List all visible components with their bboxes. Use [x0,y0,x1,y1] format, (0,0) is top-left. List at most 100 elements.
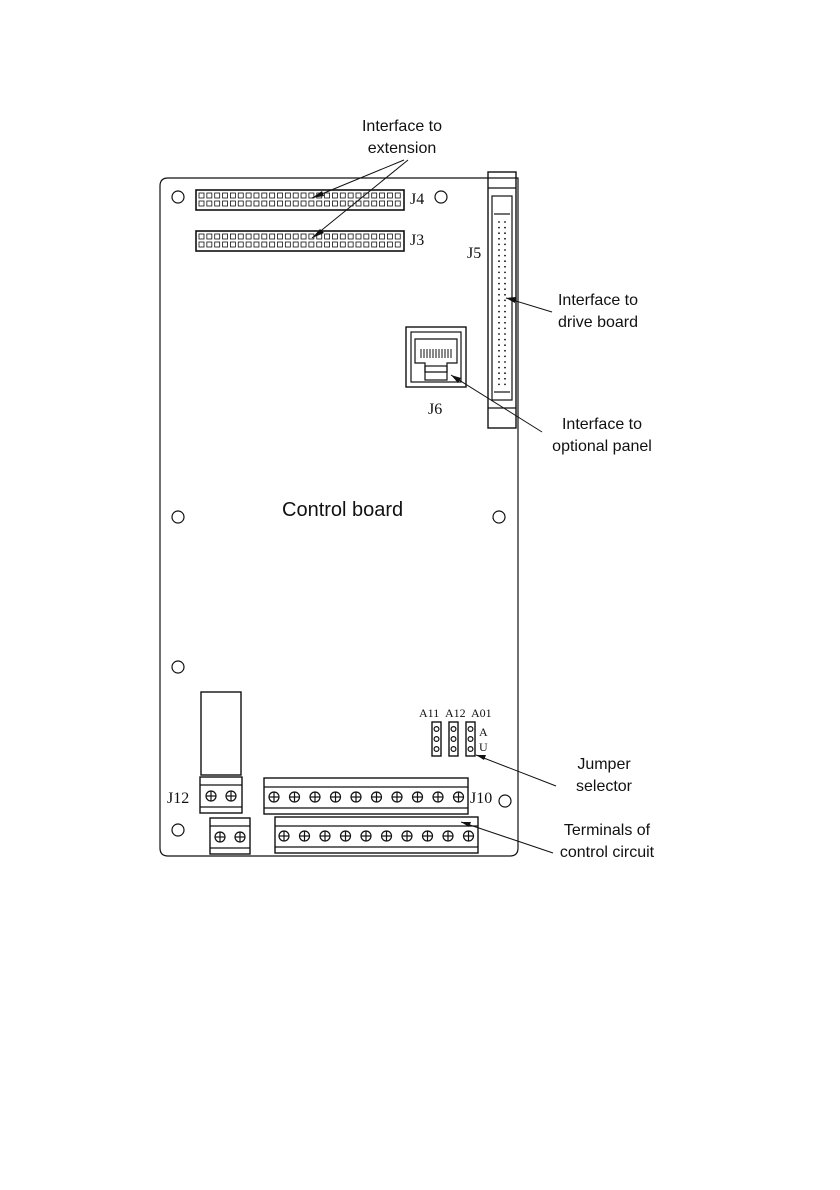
label-jumper-mode-a: A [479,725,488,739]
connector-pin [498,311,500,313]
connector-pin [504,272,506,274]
connector-pin [504,378,506,380]
header-pin [293,234,298,239]
header-pin [293,193,298,198]
label-jumper-a12: A12 [445,706,466,720]
connector-pin [498,300,500,302]
header-pin [364,201,369,206]
header-pin [332,242,337,247]
connector-pin [504,372,506,374]
header-pin [199,234,204,239]
header-pin [340,234,345,239]
header-pin [364,242,369,247]
jumper-pin [451,747,456,752]
header-pin [246,201,251,206]
header-pin [278,201,283,206]
connector-pin [504,221,506,223]
header-pin [301,193,306,198]
mounting-hole [435,191,447,203]
jumper-pin [468,727,473,732]
jumper-pin [434,727,439,732]
header-pin [356,234,361,239]
header-pin [395,242,400,247]
label-jumper-selector: Jumper selector [554,754,654,798]
header-pin [238,242,243,247]
header-pin [246,193,251,198]
header-pin [325,234,330,239]
j4-header [196,190,404,210]
connector-pin [504,260,506,262]
connector-pin [504,238,506,240]
connector-pin [498,356,500,358]
connector-pin [498,372,500,374]
header-pin [372,193,377,198]
header-pin [387,201,392,206]
header-pin [223,193,228,198]
header-pin [215,193,220,198]
header-pin [246,242,251,247]
header-pin [207,234,212,239]
label-jumper-a01: A01 [471,706,492,720]
connector-pin [498,283,500,285]
connector-pin [498,350,500,352]
header-pin [285,193,290,198]
connector-pin [504,227,506,229]
header-pin [199,193,204,198]
connector-pin [504,328,506,330]
header-pin [223,234,228,239]
mounting-hole [172,511,184,523]
connector-pin [504,255,506,257]
mounting-hole [499,795,511,807]
header-pin [278,234,283,239]
connector-pin [498,384,500,386]
connector-pin [498,378,500,380]
connector-pin [498,361,500,363]
mounting-hole [172,191,184,203]
header-pin [215,201,220,206]
header-pin [325,201,330,206]
header-pin [285,242,290,247]
jumper-pin [434,747,439,752]
header-pin [230,201,235,206]
connector-pin [498,255,500,257]
label-jumper-a11: A11 [419,706,439,720]
leader-jumper [476,755,556,786]
header-pin [387,242,392,247]
header-pin [215,234,220,239]
connector-pin [504,316,506,318]
header-pin [230,234,235,239]
connector-pin [504,305,506,307]
connector-pin [504,344,506,346]
j12-lower-screws [215,832,245,842]
connector-pin [498,232,500,234]
header-pin [262,234,267,239]
header-pin [207,193,212,198]
label-j3: J3 [410,232,424,250]
header-pin [325,193,330,198]
jumper-pin [434,737,439,742]
j12-upper-screws [206,791,236,801]
header-pin [238,234,243,239]
connector-pin [504,232,506,234]
connector-pin [498,305,500,307]
header-pin [348,242,353,247]
connector-pin [504,367,506,369]
header-pin [270,242,275,247]
j10-upper-screws [269,792,464,802]
header-pin [262,193,267,198]
label-interface-to-optional-panel: Interface to optional panel [532,414,672,458]
header-pin [395,234,400,239]
header-pin [270,193,275,198]
mounting-hole [172,824,184,836]
label-j6: J6 [428,401,442,419]
header-pin [293,242,298,247]
header-pin [380,242,385,247]
header-pin [387,193,392,198]
header-pin [262,242,267,247]
header-pin [301,234,306,239]
connector-pin [498,260,500,262]
connector-pin [498,344,500,346]
connector-pin [498,294,500,296]
header-pin [285,201,290,206]
